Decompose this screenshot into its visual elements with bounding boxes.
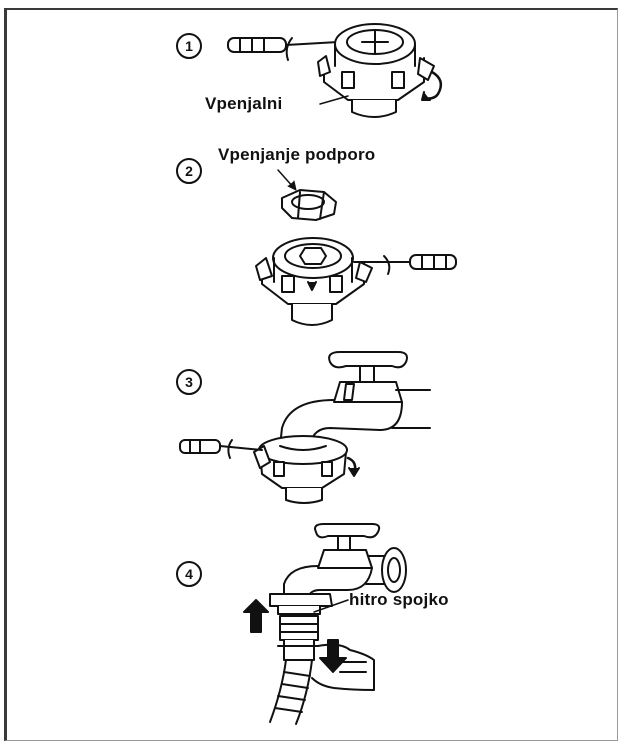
step-4-label: hitro spojko <box>349 590 449 610</box>
step-4-quick-coupling-drawing <box>244 524 406 724</box>
step-4-number: 4 <box>176 561 202 587</box>
step-3-number: 3 <box>176 369 202 395</box>
step-1-label: Vpenjalni <box>205 94 282 114</box>
step-2-label: Vpenjanje podporo <box>218 145 375 165</box>
step-2-adapter-drawing <box>256 170 456 325</box>
step-1-number: 1 <box>176 33 202 59</box>
step-2-number: 2 <box>176 158 202 184</box>
step-3-faucet-drawing <box>180 352 430 503</box>
